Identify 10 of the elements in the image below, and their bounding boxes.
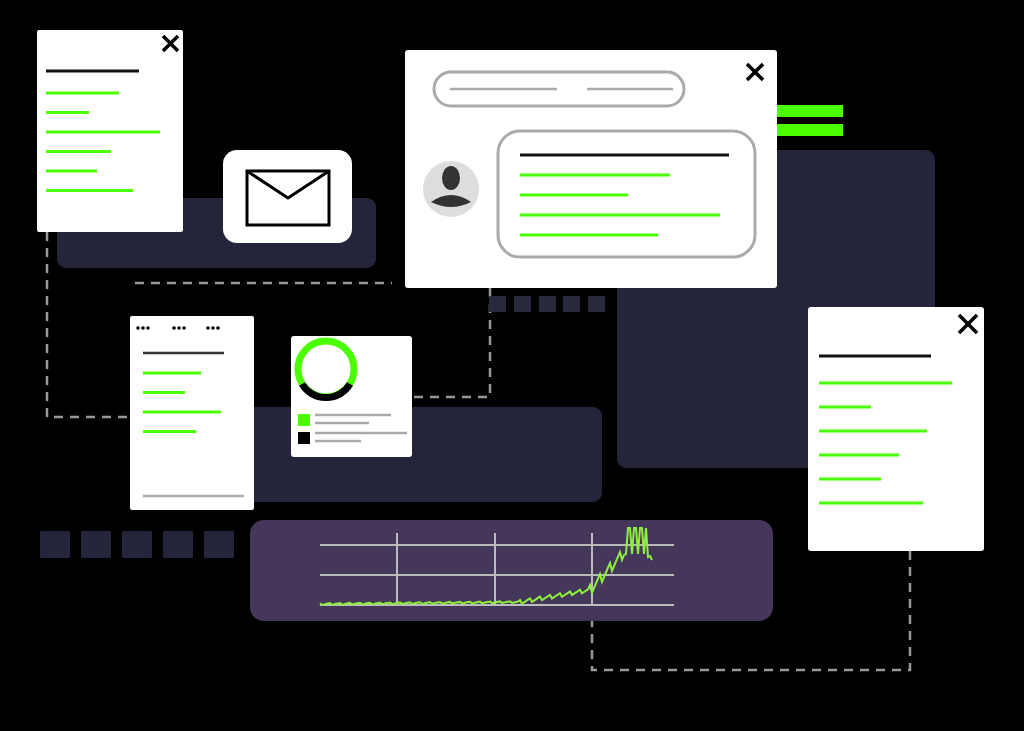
dashed-connector	[590, 551, 912, 672]
chart-panel	[250, 520, 773, 621]
mail-card	[223, 150, 352, 243]
document-window	[130, 316, 254, 510]
dashed-connector	[45, 232, 130, 419]
chart-card	[291, 336, 412, 457]
dashed-connector	[412, 288, 492, 399]
chat-window	[405, 50, 777, 288]
document-window	[37, 30, 183, 232]
document-window	[808, 307, 984, 551]
